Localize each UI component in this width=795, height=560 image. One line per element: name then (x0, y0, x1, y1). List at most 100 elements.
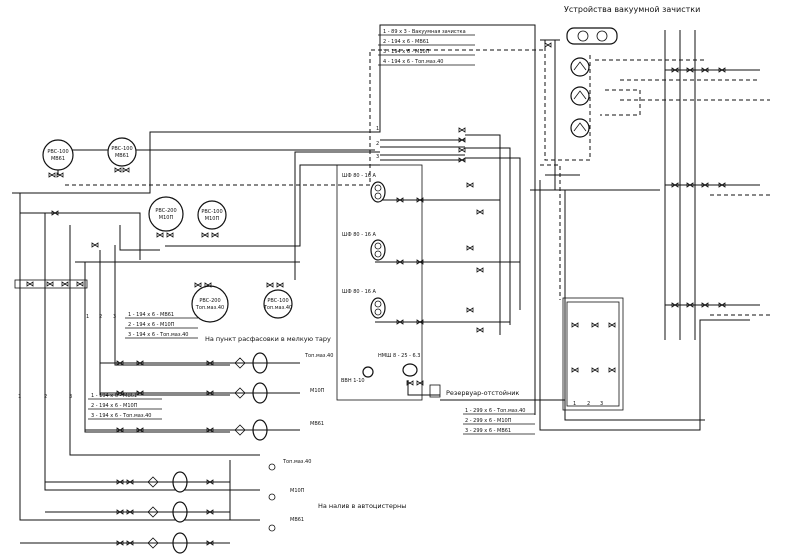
vacuum-devices-caption: Устройства вакуумной зачистки (564, 5, 700, 14)
pump-nmsh-label: НМШ 8 - 25 - 6.3 (378, 353, 420, 359)
valve-icon (458, 137, 466, 143)
valve-icon (206, 479, 214, 485)
pump-1-label: ШФ 80 - 16 А (342, 173, 377, 179)
valve-icon (206, 509, 214, 515)
right-table-row-1: 1 - 299 x 6 - Топ.маз.40 (465, 408, 525, 414)
tank4-product: М10П (205, 216, 220, 222)
valve-cabinet-inner (566, 301, 620, 407)
tank3-product: М10П (159, 215, 174, 221)
valve-icon (701, 182, 709, 188)
valve-icon (116, 360, 124, 366)
valve-icon (608, 322, 616, 328)
valve-icon (396, 259, 404, 265)
valve-icon (544, 42, 552, 48)
tank-truck-caption: На налив в автоцистерны (318, 502, 406, 510)
valve-icon (211, 232, 219, 238)
pump-1-rotor-bottom (374, 192, 382, 200)
valve-icon (114, 167, 122, 173)
valve-icon (686, 67, 694, 73)
vacuum-receiver-icon (566, 27, 618, 45)
valve-icon (406, 380, 414, 386)
vacuum-unit-3-icon (570, 118, 590, 138)
vacuum-pump-icon (362, 366, 374, 378)
dispatch-product-3: МВ61 (310, 421, 324, 427)
valve-icon (26, 281, 34, 287)
vacuum-unit-2-icon (570, 86, 590, 106)
valve-icon (591, 367, 599, 373)
valve-icon (194, 282, 202, 288)
valve-icon (396, 319, 404, 325)
valve-icon (416, 259, 424, 265)
pipelines (12, 24, 760, 521)
valve-icon (671, 302, 679, 308)
tank-rvs100-mvg1 (42, 139, 74, 171)
right-table-row-2: 2 - 299 x 6 - М10П (465, 418, 512, 424)
tanks: РВС-100 МВ61 РВС-100 МВ61 РВС-200 М10П Р… (42, 137, 293, 323)
tank5-product: Топ.маз.40 (195, 305, 224, 311)
tank4-label: РВС-100 (201, 209, 222, 215)
valve-icon (201, 232, 209, 238)
pump-2-rotor-bottom (374, 250, 382, 258)
valve-icon (476, 267, 484, 273)
tank1-product: МВ61 (51, 156, 65, 162)
tank1-label: РВС-100 (47, 149, 68, 155)
valve-icon (476, 209, 484, 215)
top-table-row-2: 2 - 194 x 6 - МВ61 (383, 39, 429, 45)
pump-1-rotor-top (374, 184, 382, 192)
left-table-row-1: 1 - 194 x 6 - МВ61 (91, 393, 137, 399)
tank-rvs200-fuel (191, 285, 229, 323)
line-num-top-3: 3 (376, 154, 379, 160)
right-table-row-3: 3 - 299 x 6 - МВ61 (465, 428, 511, 434)
pump-2-label: ШФ 80 - 16 А (342, 232, 377, 238)
valve-icon (166, 232, 174, 238)
line-num-mid-2: 2 (99, 314, 102, 320)
valve-icon (126, 540, 134, 546)
line-num-left-2: 2 (44, 394, 47, 400)
loading-product-2: М10П (290, 488, 305, 494)
valve-icon (591, 322, 599, 328)
valve-icon (686, 302, 694, 308)
valve-icon (476, 327, 484, 333)
valve-icon (206, 390, 214, 396)
line-num-mid-3: 3 (113, 314, 116, 320)
valve-icon (116, 427, 124, 433)
valve-icon (206, 540, 214, 546)
valve-icon (48, 172, 56, 178)
valve-icon (701, 302, 709, 308)
valve-icon (416, 380, 424, 386)
valve-icon (51, 210, 59, 216)
vacuum-unit-1-icon (570, 57, 590, 77)
valve-icon (718, 67, 726, 73)
valve-icon (466, 245, 474, 251)
tank-rvs100-m100 (197, 200, 227, 230)
valve-icon (266, 282, 274, 288)
pump-vvn-label: ВВН 1-10 (341, 378, 365, 384)
dispatch-product-2: М10П (310, 388, 325, 394)
valve-icon (116, 479, 124, 485)
valve-icon (116, 390, 124, 396)
tank-rvs100-fuel (263, 289, 293, 319)
loading-arm-2-icon (268, 493, 276, 501)
pump-1-icon (370, 181, 386, 203)
valve-icon (416, 197, 424, 203)
pump-3-rotor-top (374, 300, 382, 308)
valve-icon (458, 147, 466, 153)
valve-icon (122, 167, 130, 173)
valve-icon (116, 509, 124, 515)
line-num-left-3: 3 (69, 394, 72, 400)
valve-cabinet (562, 297, 624, 411)
vacuum-receiver-gauge-1 (577, 30, 589, 42)
pump-3-rotor-bottom (374, 308, 382, 316)
loading-arm-1-icon (268, 463, 276, 471)
top-table-row-3: 3 - 194 x 6 - М10П (383, 49, 430, 55)
vacuum-devices (566, 27, 618, 138)
valve-icon (396, 197, 404, 203)
dispatch-product-1: Топ.маз.40 (304, 353, 333, 359)
valve-icon (126, 479, 134, 485)
line-numbers: 1 2 3 1 2 3 1 2 3 1 2 3 (18, 126, 603, 407)
valve-icon (156, 232, 164, 238)
pipe-spec-tables: 1 - 89 x 3 - Вакуумная зачистка 2 - 194 … (88, 29, 535, 435)
pump-2-rotor-top (374, 242, 382, 250)
settling-tank-icon (429, 384, 441, 398)
